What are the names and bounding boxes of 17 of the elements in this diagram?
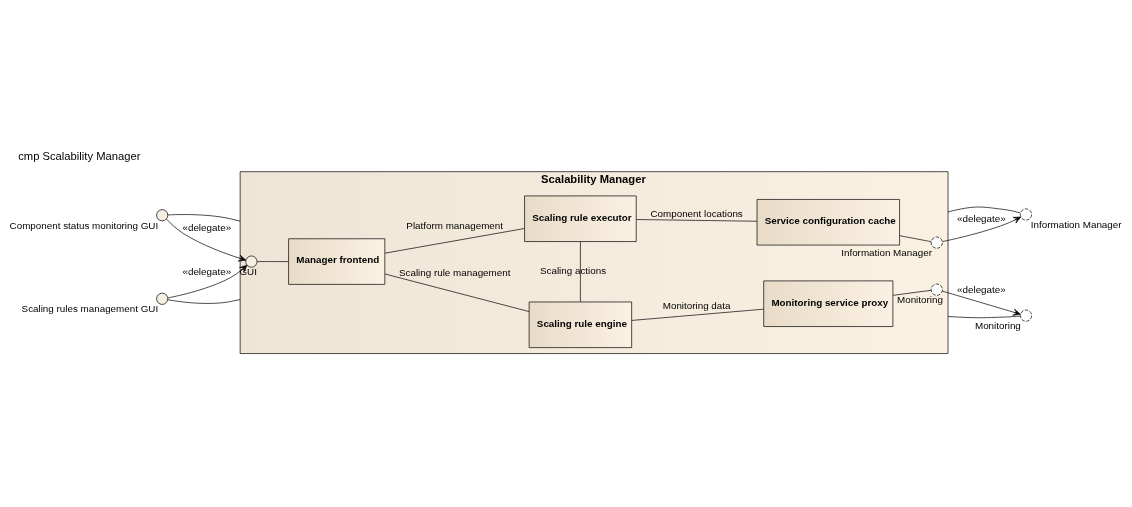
edge-label: Scaling actions [539,265,607,277]
node-label: Information Manager [841,247,932,259]
diagram-title: cmp Scalability Manager [18,149,141,162]
edge-label: Platform management [406,220,504,232]
edge-label: Component locations [650,208,743,220]
edge-label: Scaling rule management [398,267,511,279]
edge-label: «delegate» [182,221,232,233]
node-label: Monitoring [897,294,943,306]
node-label: GUI [239,266,257,278]
edge-label: «delegate» [957,284,1006,296]
node-label: Scaling rules management GUI [21,303,159,315]
node-label: Component status monitoring GUI [9,219,159,231]
edge-label: «delegate» [957,212,1006,224]
node-label: Monitoring [974,320,1021,332]
node-label: Information Manager [1030,219,1122,231]
edge-label: «delegate» [182,266,232,278]
edge-label: Monitoring data [662,299,731,311]
